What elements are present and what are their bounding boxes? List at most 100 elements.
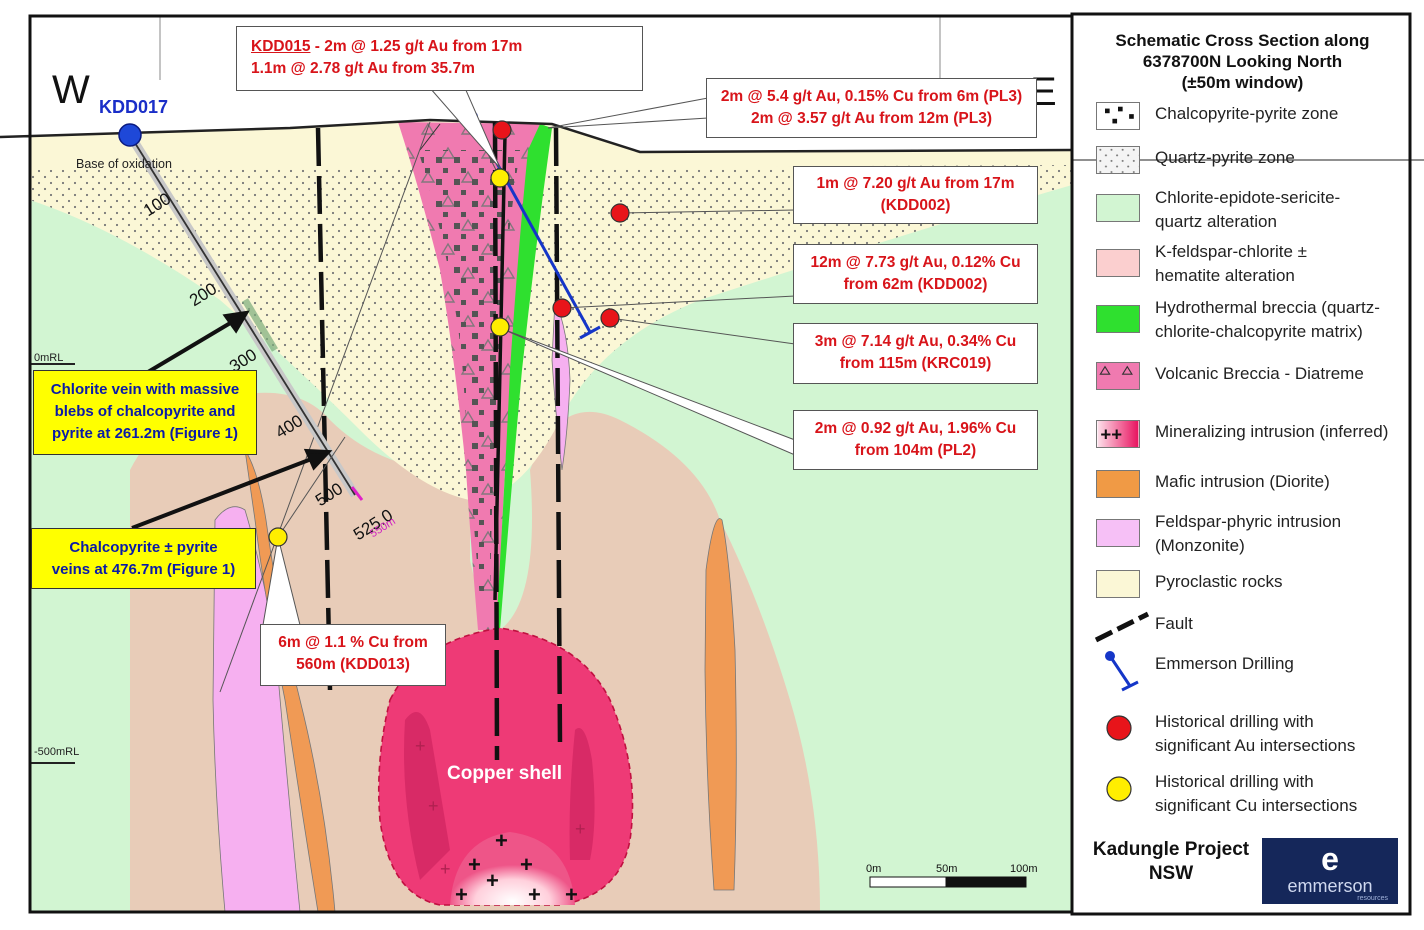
quartz-pyrite-swatch <box>1096 146 1140 174</box>
kdd015-line1: - 2m @ 1.25 g/t Au from 17m <box>310 38 523 55</box>
legend-text: Historical drilling with <box>1155 772 1314 791</box>
pl3-line2: 2m @ 3.57 g/t Au from 12m (PL3) <box>750 110 993 127</box>
intrusion-plus-faint: + + + + <box>415 736 586 879</box>
pl2-line2: from 104m (PL2) <box>854 442 977 459</box>
au-marker-swatch <box>1106 715 1132 741</box>
legend-text: chlorite-chalcopyrite matrix) <box>1155 322 1363 341</box>
legend-text: significant Cu intersections <box>1155 796 1358 815</box>
kdd017-end-segment <box>350 486 364 501</box>
kdd002a-line2: (KDD002) <box>880 197 951 214</box>
topography-line <box>0 118 1073 154</box>
svg-text:+: + <box>415 736 426 756</box>
krc019-line2: from 115m (KRC019) <box>839 355 992 372</box>
legend-text: Fault <box>1155 614 1193 633</box>
mafic-dyke-right <box>704 518 737 891</box>
callout-kdd002-b: 12m @ 7.73 g/t Au, 0.12% Cu from 62m (KD… <box>793 244 1038 304</box>
kdd002b-line1: 12m @ 7.73 g/t Au, 0.12% Cu <box>810 254 1021 271</box>
intrusion-plus-symbols: +++ +++ + <box>455 828 578 907</box>
scale-label-100: 100m <box>1010 863 1038 875</box>
chlorite-vein-line3: pyrite at 261.2m (Figure 1) <box>52 425 238 442</box>
svg-text:++: ++ <box>1100 424 1122 445</box>
fault-solid <box>493 134 507 601</box>
west-label: W <box>52 68 90 112</box>
legend-text: Historical drilling with <box>1155 712 1314 731</box>
legend-label-chlorite-alteration: Chlorite-epidote-sericite- quartz altera… <box>1155 186 1340 234</box>
kdd017-collar <box>118 123 142 147</box>
chlorite-vein-line2: blebs of chalcopyrite and <box>54 403 236 420</box>
diatreme-swatch <box>1096 362 1140 390</box>
fault-swatch <box>1094 611 1150 643</box>
callout-chalcopyrite-veins: Chalcopyrite ± pyrite veins at 476.7m (F… <box>31 528 256 589</box>
emmerson-logo: e emmerson resources <box>1262 838 1398 904</box>
mineralizing-intrusion-swatch: ++ <box>1096 420 1140 448</box>
kdd013-line2: 560m (KDD013) <box>296 656 410 673</box>
callout-kdd013: 6m @ 1.1 % Cu from 560m (KDD013) <box>260 624 446 686</box>
legend-text: (Monzonite) <box>1155 536 1245 555</box>
kdd002a-line1: 1m @ 7.20 g/t Au from 17m <box>816 175 1015 192</box>
krc019-line1: 3m @ 7.14 g/t Au, 0.34% Cu <box>814 333 1017 350</box>
emmerson-logo-sub: resources <box>1357 895 1388 902</box>
chalcopyrite-pyrite-swatch <box>1096 102 1140 130</box>
legend-label-hydrothermal-breccia: Hydrothermal breccia (quartz- chlorite-c… <box>1155 296 1380 344</box>
chlorite-vein-line1: Chlorite vein with massive <box>50 381 240 398</box>
svg-text:+: + <box>520 852 533 877</box>
monzonite-intrusion-left <box>212 506 301 913</box>
legend-label-diatreme: Volcanic Breccia - Diatreme <box>1155 362 1364 386</box>
project-title: Kadungle Project NSW <box>1076 838 1266 886</box>
kdd017-arrows <box>131 310 333 530</box>
pyroclastic-layer <box>30 120 1072 178</box>
svg-text:+: + <box>495 828 508 853</box>
svg-text:+: + <box>440 859 451 879</box>
legend-text: hematite alteration <box>1155 266 1295 285</box>
kdd015-hole-name: KDD015 <box>251 38 311 55</box>
kdd015-line2: 1.1m @ 2.78 g/t Au from 35.7m <box>251 60 475 77</box>
pl3-line1: 2m @ 5.4 g/t Au, 0.15% Cu from 6m (PL3) <box>720 88 1023 105</box>
emmerson-logo-text: emmerson <box>1287 876 1373 896</box>
legend-frame <box>1070 12 1412 916</box>
kdd013-line1: 6m @ 1.1 % Cu from <box>278 634 428 651</box>
kdd017-label: KDD017 <box>99 97 169 117</box>
legend-panel: Schematic Cross Section along 6378700N L… <box>1076 16 1409 912</box>
copper-shell-inner-left <box>404 712 450 880</box>
legend-text: significant Au intersections <box>1155 736 1356 755</box>
legend-text: Quartz-pyrite zone <box>1155 148 1295 167</box>
pyroclastic-swatch <box>1096 570 1140 598</box>
legend-text: Hydrothermal breccia (quartz- <box>1155 298 1380 317</box>
chalcopyrite-pyrite-zone <box>418 150 520 600</box>
project-title-line1: Kadungle Project <box>1092 839 1250 860</box>
legend-text: Chalcopyrite-pyrite zone <box>1155 104 1339 123</box>
kdd015-end-tick <box>579 325 601 340</box>
legend-text: Mafic intrusion (Diorite) <box>1155 472 1330 491</box>
svg-text:+: + <box>486 868 499 893</box>
kdd002b-line2: from 62m (KDD002) <box>843 276 988 293</box>
legend-title-line2: 6378700N Looking North <box>1142 52 1343 71</box>
base-oxidation-label: Base of oxidation <box>76 157 172 171</box>
callout-krc019: 3m @ 7.14 g/t Au, 0.34% Cu from 115m (KR… <box>793 323 1038 384</box>
hydrothermal-breccia-swatch <box>1096 305 1140 333</box>
callout-kdd015: KDD015 - 2m @ 1.25 g/t Au from 17m 1.1m … <box>236 26 643 91</box>
callout-pl2: 2m @ 0.92 g/t Au, 1.96% Cu from 104m (PL… <box>793 410 1038 470</box>
callout-kdd002-a: 1m @ 7.20 g/t Au from 17m (KDD002) <box>793 166 1038 224</box>
copper-shell-inner-right <box>569 728 595 860</box>
legend-label-monzonite: Feldspar-phyric intrusion (Monzonite) <box>1155 510 1341 558</box>
legend-text: Volcanic Breccia - Diatreme <box>1155 364 1364 383</box>
emmerson-drilling-swatch <box>1105 651 1139 692</box>
callout-pl3: 2m @ 5.4 g/t Au, 0.15% Cu from 6m (PL3) … <box>706 78 1037 138</box>
legend-title-line3: (±50m window) <box>1181 73 1304 92</box>
svg-text:+: + <box>455 882 468 907</box>
legend-label-cu-historical: Historical drilling with significant Cu … <box>1155 770 1357 818</box>
copper-shell-label: Copper shell <box>447 763 563 784</box>
legend-label-mafic-intrusion: Mafic intrusion (Diorite) <box>1155 470 1330 494</box>
kdd017-chlorite-interval <box>241 298 279 352</box>
cu-intersection-markers <box>268 168 510 547</box>
legend-text: Pyroclastic rocks <box>1155 572 1283 591</box>
au-intersection-markers <box>492 120 630 328</box>
svg-text:+: + <box>575 819 586 839</box>
mineralizing-intrusion-core <box>450 832 575 905</box>
legend-text: quartz alteration <box>1155 212 1277 231</box>
legend-label-mineralizing-intrusion: Mineralizing intrusion (inferred) <box>1155 420 1388 444</box>
callout-leaders <box>262 87 796 626</box>
emmerson-logo-glyph: e <box>1321 841 1339 877</box>
legend-text: K-feldspar-chlorite ± <box>1155 242 1307 261</box>
